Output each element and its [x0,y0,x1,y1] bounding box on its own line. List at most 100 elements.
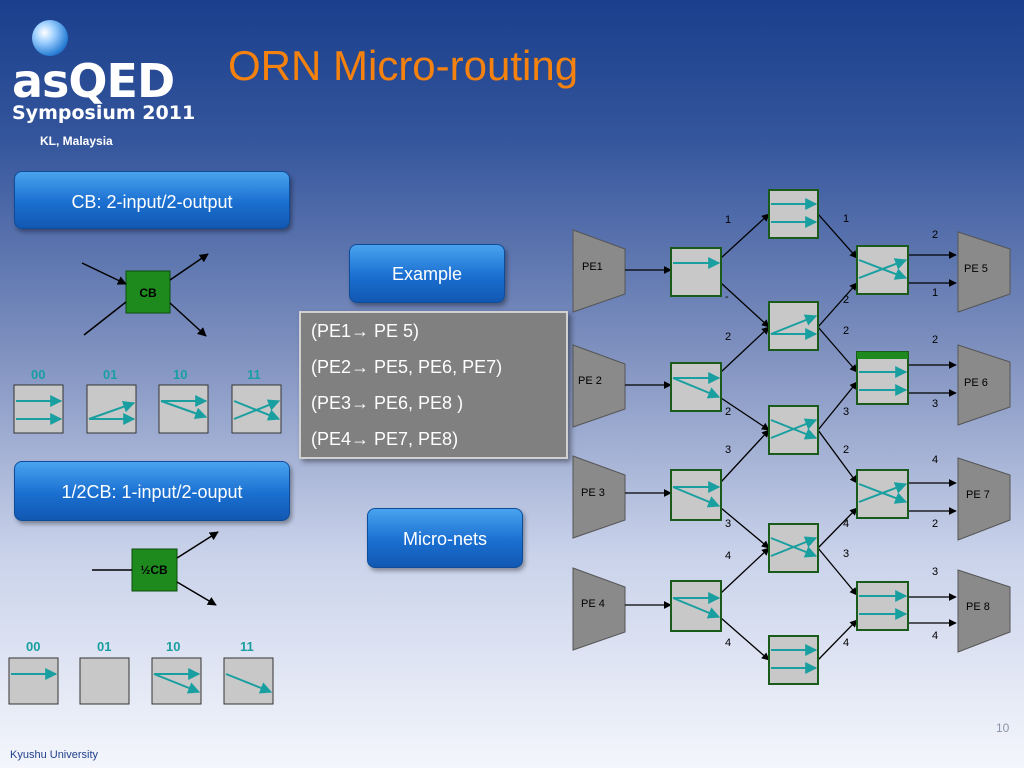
pe-left-4-label: PE 4 [581,598,605,610]
slide-title: ORN Micro-routing [228,42,579,89]
half-cb-state-00: 00 [26,639,41,654]
half-cb-pill: 1/2CB: 1-input/2-ouput [14,461,290,521]
micronets-pill: Micro-nets [367,508,523,568]
cb-block-label: CB [139,286,157,300]
half-cb-state-10: 10 [166,639,181,654]
orn-network: PE1 PE 2 PE 3 PE 4 PE 5 PE 6 PE 7 PE 8 [572,189,1011,685]
stage2-switch-4 [768,523,819,573]
wire-label: 3 [843,406,849,418]
footer-university: Kyushu University [10,749,99,761]
pe-right-7-label: PE 7 [966,489,990,501]
logo-sub-text: Symposium 2011 [12,102,196,124]
pe-left-3-label: PE 3 [581,487,605,499]
cb-state-01: 01 [103,367,118,382]
stage2-switch-5 [768,635,819,685]
cb-illustration: CB [81,253,209,337]
cb-block [125,270,171,314]
stage1-switch-2 [670,362,722,412]
wire-label: 2 [932,518,938,530]
cb-output-arrow-1 [169,253,209,281]
wire-label: 1 [932,287,938,299]
cb-state-11: 11 [247,367,261,382]
page-number: 10 [996,721,1010,735]
pe-left-4 [572,567,626,651]
stage1-switch-4 [670,580,722,632]
half-cb-output-arrow-2 [176,581,217,606]
cb-state-box-00 [13,384,64,434]
wire-label: 3 [843,548,849,560]
cb-state-00: 00 [31,367,46,382]
example-pill: Example [349,244,505,303]
half-cb-state-box-00 [8,657,59,705]
stage1-switch-3 [670,469,722,521]
pe-right-5-label: PE 5 [964,263,988,275]
stage2-switch-1 [768,189,819,239]
example-line-2: (PE2→ PE5, PE6, PE7) [311,357,503,377]
wire-label: 1 [843,213,849,225]
pe-right-6 [957,344,1011,426]
wire-label: 4 [725,637,731,649]
stage3-switch-4 [856,581,909,631]
globe-icon [32,20,68,56]
example-box: (PE1→ PE 5) (PE2→ PE5, PE6, PE7) (PE3→ P… [299,311,568,459]
pe-right-7 [957,457,1011,541]
pe-left-1-label: PE1 [582,261,603,273]
pe-right-8-label: PE 8 [966,601,990,613]
pe-right-5 [957,231,1011,313]
half-cb-state-box-10 [151,657,202,705]
half-cb-illustration: ½CB [92,531,219,606]
stage1-switch-1 [670,247,722,297]
cb-state-box-01 [86,384,137,434]
logo-location: KL, Malaysia [40,134,113,148]
stage2-switch-2 [768,301,819,351]
half-cb-state-01: 01 [97,639,112,654]
example-line-3: (PE3→ PE6, PE8 ) [311,393,464,413]
example-line-4: (PE4→ PE7, PE8) [311,429,459,449]
wire-label: 3 [932,566,938,578]
pe-left-3 [572,455,626,539]
pe-right-6-label: PE 6 [964,377,988,389]
wire-label: 3 [932,398,938,410]
wire-label: 2 [725,331,731,343]
wire-label: 2 [843,325,849,337]
stage3-switch-2 [856,351,909,405]
half-cb-state-box-01 [79,657,130,705]
pe-left-2-label: PE 2 [578,375,602,387]
wire-label: 2 [725,406,731,418]
stage2-switch-3 [768,405,819,455]
arrow [160,400,208,420]
interstage-wires [720,213,858,661]
wire-label: 4 [843,637,849,649]
half-cb-state-boxes [8,657,274,705]
logo: asQED Symposium 2011 KL, Malaysia [12,18,202,148]
stage3-switch-1 [856,245,909,295]
arrow [88,400,136,420]
half-cb-block [131,548,178,592]
wire-label: 3 [725,518,731,530]
wire-label: 2 [843,294,849,306]
half-cb-state-11: 11 [240,639,254,654]
cb-pill: CB: 2-input/2-output [14,171,290,229]
half-cb-block-label: ½CB [140,563,168,577]
wire-label: 2 [932,334,938,346]
pe-left-1 [572,229,626,313]
wire-label: 4 [725,550,731,562]
arrow [225,673,273,694]
half-cb-output-arrow-1 [176,531,219,559]
wire-label: 4 [932,454,938,466]
cb-state-boxes [13,384,282,434]
wire-label: 2 [843,444,849,456]
wire-label: 3 [725,444,731,456]
pe-left-2 [572,344,626,428]
example-line-1: (PE1→ PE 5) [311,321,420,341]
wire-label: 4 [932,630,938,642]
arrow [233,399,281,420]
wire-label: 4 [843,518,849,530]
wire-label: - [725,291,729,303]
logo-main-text: asQED [12,54,175,108]
wire-label: 2 [932,229,938,241]
pe-right-8 [957,569,1011,653]
cb-output-arrow-2 [169,302,207,337]
cb-input-arrow-1 [81,262,127,285]
